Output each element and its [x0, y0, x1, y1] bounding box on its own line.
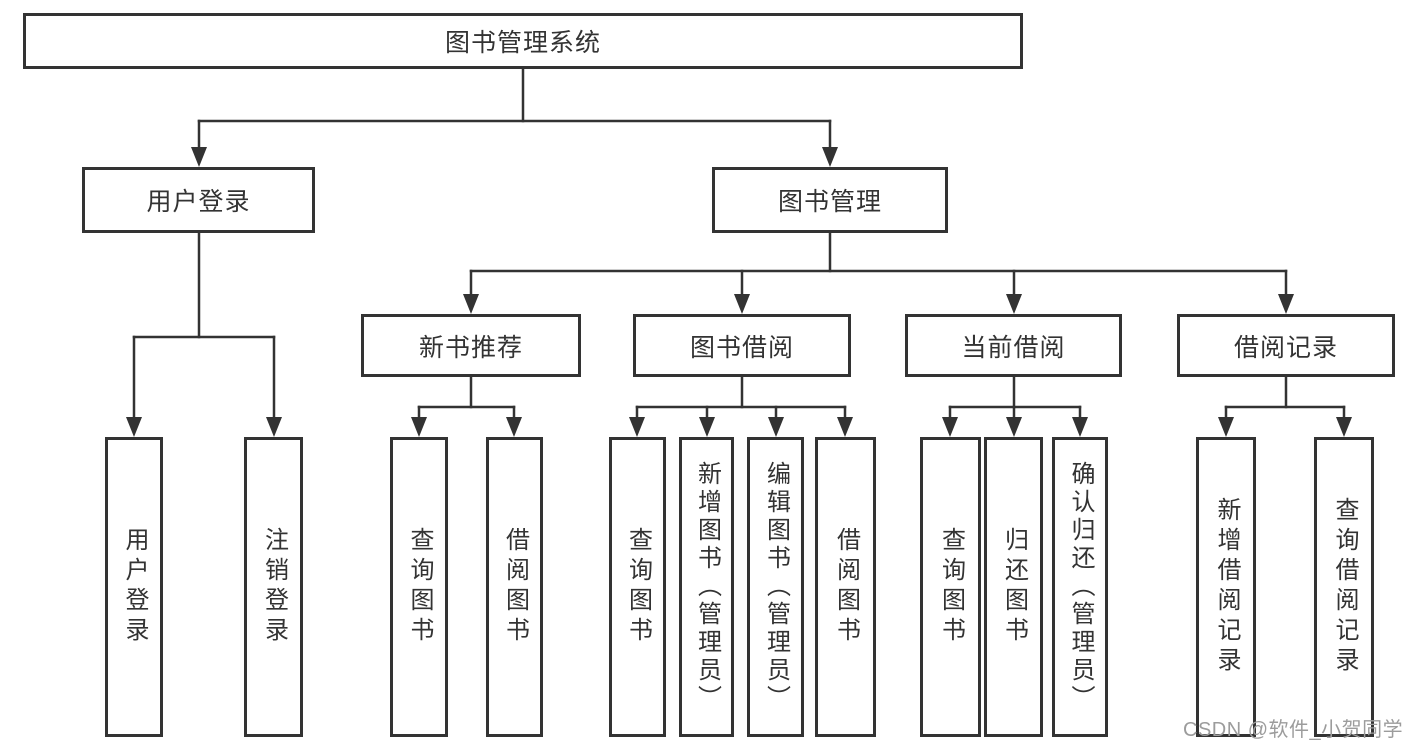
node-label: 查询图书	[937, 527, 965, 647]
leaf-borrow-books: 借阅图书	[815, 437, 876, 737]
node-label: 图书管理系统	[444, 29, 601, 57]
leaf-add-borrow-record: 新增借阅记录	[1196, 437, 1256, 737]
node-borrowing-records: 借阅记录	[1177, 314, 1395, 377]
node-label: 新书推荐	[418, 333, 523, 362]
node-label: 用户登录	[121, 527, 148, 647]
node-label: 归还图书	[1000, 527, 1028, 647]
node-label: 新增图书（管理员）	[693, 461, 721, 713]
leaf-return-books: 归还图书	[984, 437, 1043, 737]
node-label: 借阅记录	[1233, 333, 1338, 362]
node-current-borrowing: 当前借阅	[905, 314, 1122, 377]
node-label: 编辑图书（管理员）	[762, 461, 790, 713]
node-label: 用户登录	[146, 188, 251, 216]
node-library-management-system: 图书管理系统	[23, 13, 1023, 69]
node-book-borrowing: 图书借阅	[633, 314, 851, 377]
leaf-query-books-current: 查询图书	[920, 437, 981, 737]
node-book-management: 图书管理	[712, 167, 948, 233]
leaf-logout: 注销登录	[244, 437, 303, 737]
node-label: 查询图书	[624, 527, 652, 647]
leaf-user-login: 用户登录	[105, 437, 163, 737]
node-label: 注销登录	[260, 527, 288, 647]
node-label: 图书管理	[777, 188, 882, 216]
csdn-watermark: CSDN @软件_小贺同学	[1183, 719, 1404, 741]
node-label: 借阅图书	[501, 527, 529, 647]
leaf-query-books-borrow: 查询图书	[609, 437, 666, 737]
leaf-add-books-admin: 新增图书（管理员）	[679, 437, 734, 737]
node-new-book-recommendation: 新书推荐	[361, 314, 581, 377]
leaf-query-books-recommend: 查询图书	[390, 437, 448, 737]
node-label: 确认归还（管理员）	[1067, 461, 1094, 713]
node-label: 当前借阅	[961, 333, 1066, 362]
leaf-borrow-books-recommend: 借阅图书	[486, 437, 543, 737]
node-label: 借阅图书	[832, 527, 860, 647]
node-label: 查询图书	[406, 527, 433, 647]
leaf-query-borrow-record: 查询借阅记录	[1314, 437, 1374, 737]
node-user-login: 用户登录	[82, 167, 315, 233]
leaf-confirm-return-admin: 确认归还（管理员）	[1052, 437, 1108, 737]
node-label: 图书借阅	[689, 333, 794, 362]
node-label: 新增借阅记录	[1213, 497, 1240, 677]
node-label: 查询借阅记录	[1331, 497, 1358, 677]
leaf-edit-books-admin: 编辑图书（管理员）	[747, 437, 804, 737]
